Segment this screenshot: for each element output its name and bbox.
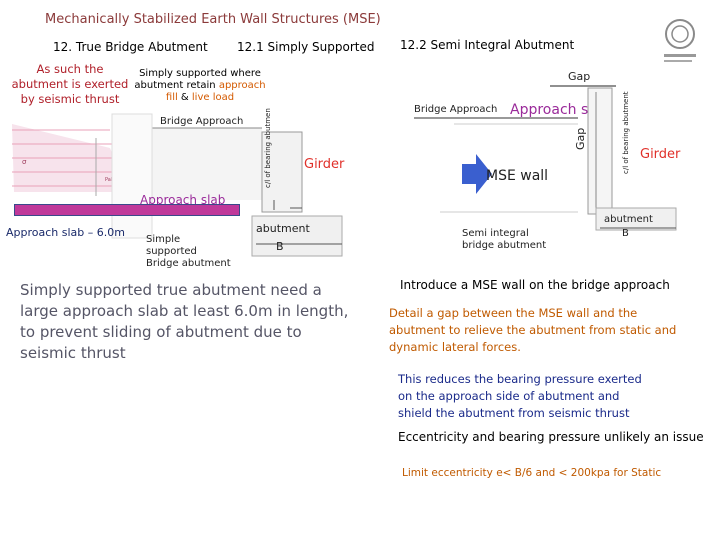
left-paragraph-line: to prevent sliding of abutment due to (20, 323, 302, 341)
right-heading: 12.2 Semi Integral Abutment (400, 38, 575, 52)
right-b-label: B (622, 228, 629, 239)
right-approach-slab-label: Approach slab (510, 102, 610, 118)
right-abutment-label: abutment (604, 214, 653, 225)
right-para2-line: on the approach side of abutment and (398, 389, 620, 403)
b-label: B (276, 240, 284, 253)
right-intro: Introduce a MSE wall on the bridge appro… (400, 278, 670, 292)
left-paragraph-line: large approach slab at least 6.0m in len… (20, 302, 349, 320)
svg-text:Pah: Pah (105, 177, 114, 183)
seismic-note-line: As such the (36, 62, 104, 76)
live-load-highlight: live load (191, 92, 235, 103)
approach-slab-label: Approach slab (140, 193, 225, 207)
svg-text:σ: σ (22, 158, 27, 166)
simply-note-text: abutment retain (134, 80, 219, 91)
approach-highlight: approach (218, 80, 266, 91)
right-para4: Limit eccentricity e< B/6 and < 200kpa f… (402, 467, 662, 479)
semi-label-1: Semi integral (462, 228, 529, 239)
institution-logo (660, 14, 700, 70)
right-para2: This reduces the bearing pressure exerte… (398, 371, 698, 422)
semi-label-2: bridge abutment (462, 240, 546, 251)
simply-note: Simply supported where abutment retain a… (132, 68, 268, 104)
gap-side-label: Gap (574, 128, 587, 150)
mid-heading: 12.1 Simply Supported (237, 40, 375, 54)
arrow-icon (462, 154, 492, 194)
right-para1-line: abutment to relieve the abutment from st… (389, 323, 677, 337)
gap-top-label: Gap (568, 70, 590, 83)
right-para2-line: This reduces the bearing pressure exerte… (398, 372, 642, 386)
right-girder-label: Girder (640, 147, 681, 162)
slab-length-label: Approach slab – 6.0m (6, 226, 125, 239)
left-heading: 12. True Bridge Abutment (53, 40, 208, 54)
left-paragraph-line: seismic thrust (20, 344, 126, 362)
left-paragraph: Simply supported true abutment need a la… (20, 280, 360, 364)
left-paragraph-line: Simply supported true abutment need a (20, 281, 322, 299)
fill-highlight: fill (165, 92, 178, 103)
right-para1-line: dynamic lateral forces. (389, 340, 521, 354)
girder-label: Girder (304, 157, 345, 172)
seismic-note-line: by seismic thrust (20, 92, 120, 106)
right-para2-line: shield the abutment from seismic thrust (398, 406, 630, 420)
cl-bearing-label: c/l of bearing abutment (264, 108, 272, 188)
right-para1-line: Detail a gap between the MSE wall and th… (389, 306, 638, 320)
simply-note-line1: Simply supported where (139, 68, 261, 79)
seismic-note-line: abutment is exerted (11, 77, 129, 91)
simply-note-text: & (177, 92, 192, 103)
mse-wall-label: MSE wall (486, 168, 548, 184)
right-para1: Detail a gap between the MSE wall and th… (389, 305, 709, 356)
simple-label-2: supported (146, 246, 197, 257)
approach-slab-bar (14, 204, 240, 216)
right-bridge-approach-label: Bridge Approach (414, 104, 497, 115)
abutment-label: abutment (256, 222, 310, 235)
bridge-approach-label: Bridge Approach (160, 116, 243, 127)
simple-label-1: Simple (146, 234, 180, 245)
right-cl-bearing-label: c/l of bearing abutment (622, 91, 630, 174)
semi-integral-diagram: Gap Gap Bridge Approach Approach slab c/… (414, 70, 681, 251)
simply-supported-diagram: σ Pah Bridge Approach c/l of bearing abu… (8, 108, 345, 269)
seismic-note: As such the abutment is exerted by seism… (8, 62, 132, 107)
slide-title: Mechanically Stabilized Earth Wall Struc… (45, 12, 381, 27)
right-para3: Eccentricity and bearing pressure unlike… (398, 430, 704, 444)
simple-label-3: Bridge abutment (146, 258, 231, 269)
